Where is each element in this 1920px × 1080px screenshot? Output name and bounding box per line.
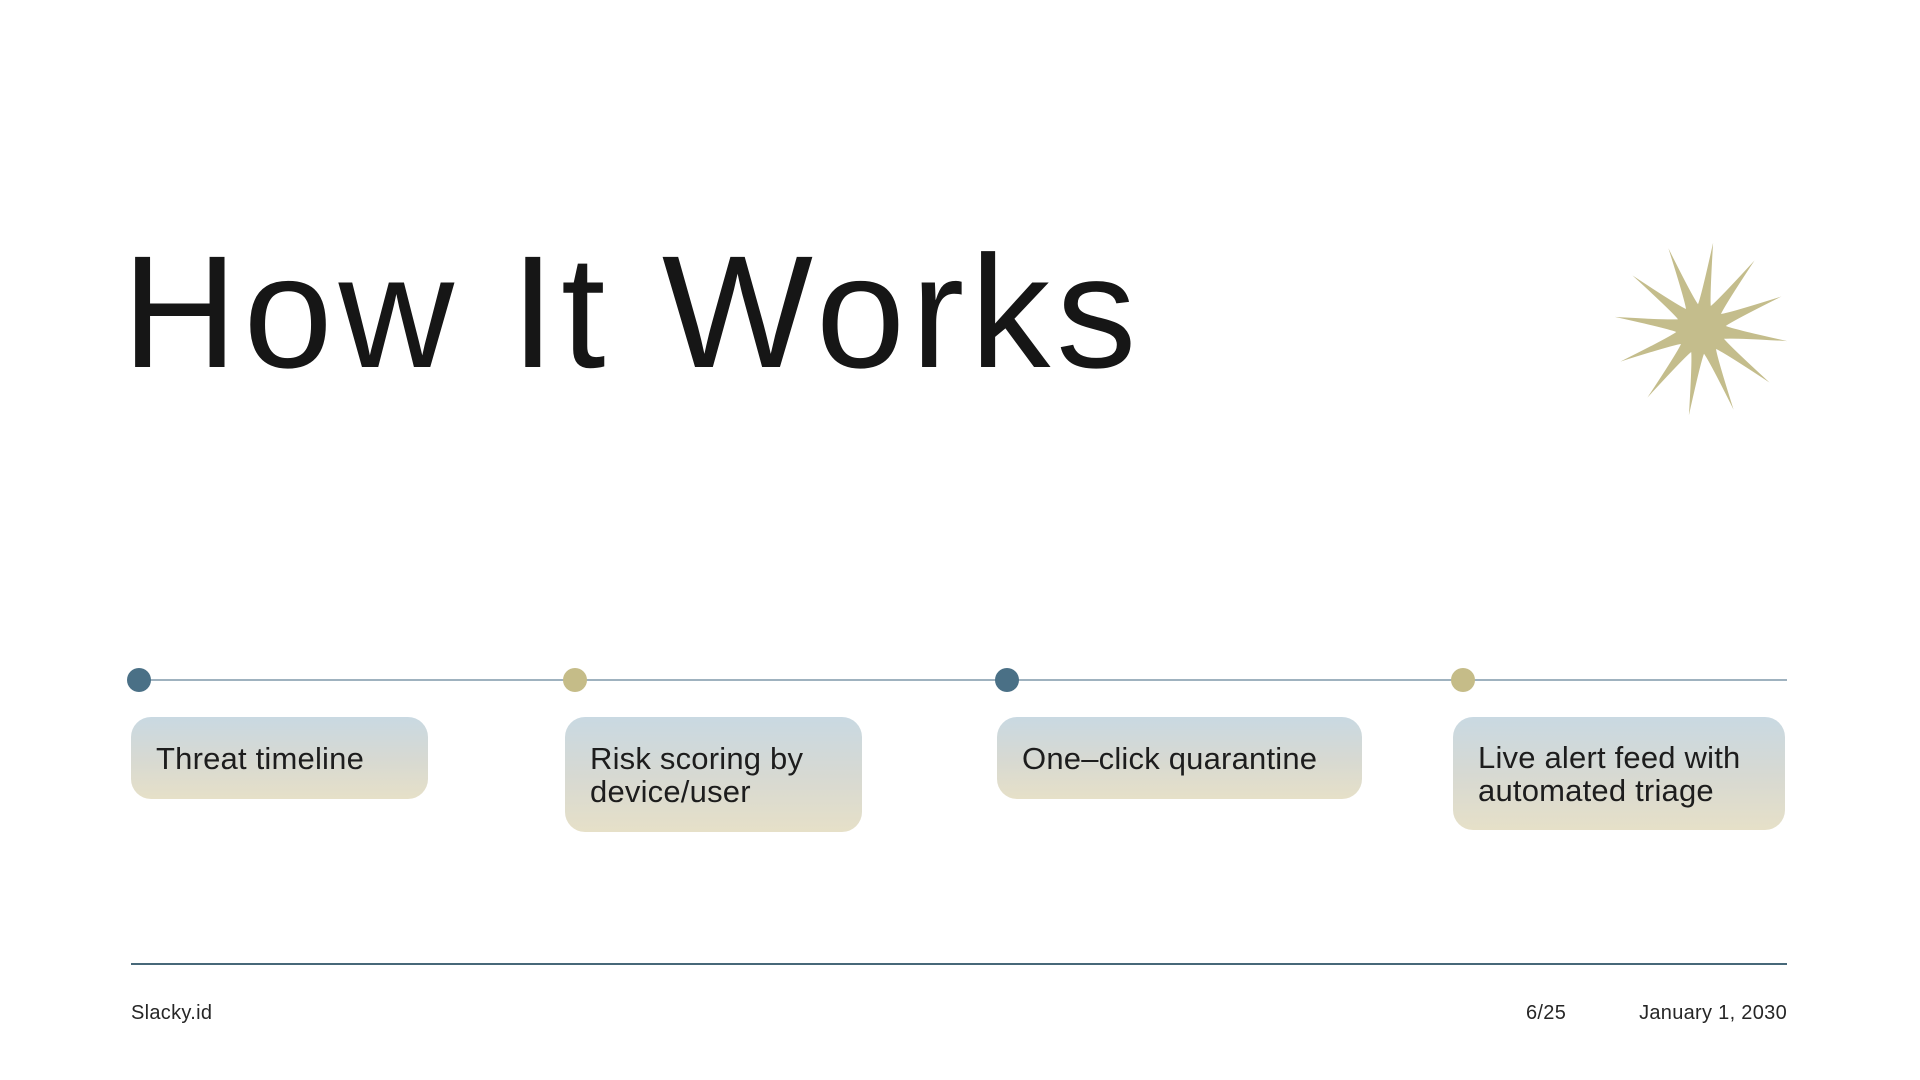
timeline-dot bbox=[1451, 668, 1475, 692]
timeline-dot bbox=[127, 668, 151, 692]
timeline-step-label: Risk scoring by device/user bbox=[590, 740, 804, 809]
timeline-step-box: One–click quarantine bbox=[997, 717, 1362, 799]
footer-date: January 1, 2030 bbox=[1639, 1002, 1787, 1024]
timeline-step-box: Live alert feed with automated triage bbox=[1453, 717, 1785, 830]
timeline-dot bbox=[563, 668, 587, 692]
timeline-step-box: Threat timeline bbox=[131, 717, 428, 799]
footer-brand: Slacky.id bbox=[131, 1002, 213, 1024]
footer-divider bbox=[131, 963, 1787, 965]
slide-title: How It Works bbox=[122, 222, 1143, 401]
timeline-line bbox=[139, 679, 1787, 681]
timeline-step-label: One–click quarantine bbox=[1022, 740, 1318, 776]
timeline-dot bbox=[995, 668, 1019, 692]
timeline-step-label: Threat timeline bbox=[156, 740, 365, 776]
footer-page-number: 6/25 bbox=[1526, 1002, 1567, 1024]
timeline-step-label: Live alert feed with automated triage bbox=[1478, 739, 1741, 808]
starburst-icon bbox=[1614, 242, 1788, 416]
timeline-step-box: Risk scoring by device/user bbox=[565, 717, 862, 832]
